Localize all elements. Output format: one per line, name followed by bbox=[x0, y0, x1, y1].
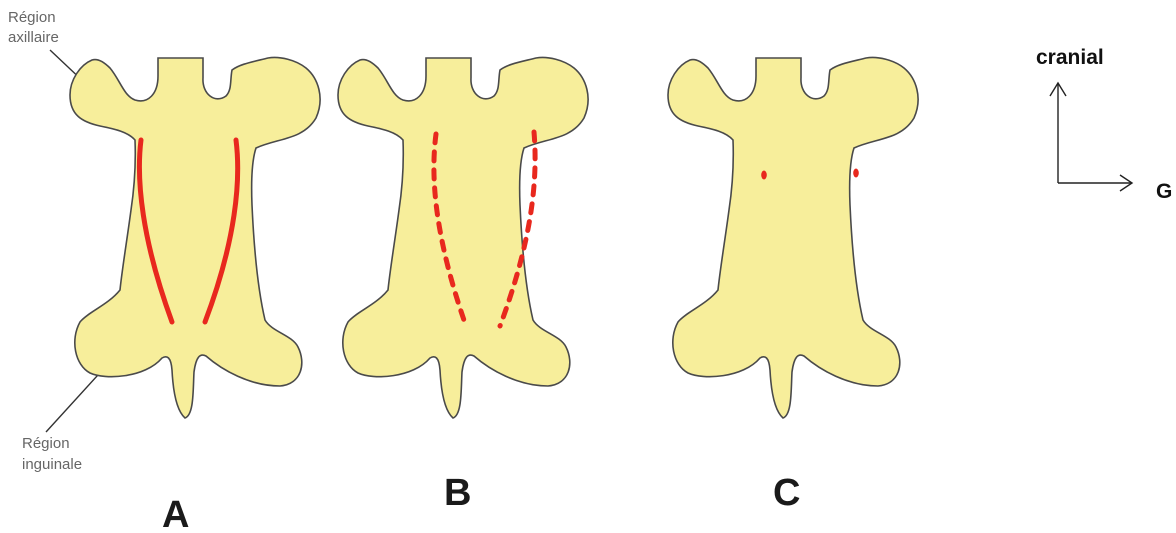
orientation-label-cranial: cranial bbox=[1036, 46, 1104, 69]
mammary-bud-left-c bbox=[761, 171, 767, 180]
panel-letter-b: B bbox=[444, 472, 471, 514]
callout-inguinal-line1: Région bbox=[22, 435, 70, 452]
callout-axillary-line2: axillaire bbox=[8, 29, 59, 46]
embryo-body-b bbox=[338, 57, 588, 418]
orientation-indicator: cranial G bbox=[1036, 46, 1172, 203]
callout-axillary-line1: Région bbox=[8, 9, 56, 26]
panel-a: A bbox=[70, 57, 320, 533]
panel-b: B bbox=[338, 57, 588, 514]
panel-letter-a: A bbox=[162, 494, 189, 533]
embryo-body-a bbox=[70, 57, 320, 418]
mammary-bud-right-c bbox=[853, 169, 859, 178]
panel-c: C bbox=[668, 57, 918, 514]
callout-inguinal-line2: inguinale bbox=[22, 456, 82, 473]
embryo-body-c bbox=[668, 57, 918, 418]
orientation-label-g: G bbox=[1156, 180, 1172, 203]
panel-letter-c: C bbox=[773, 472, 800, 514]
